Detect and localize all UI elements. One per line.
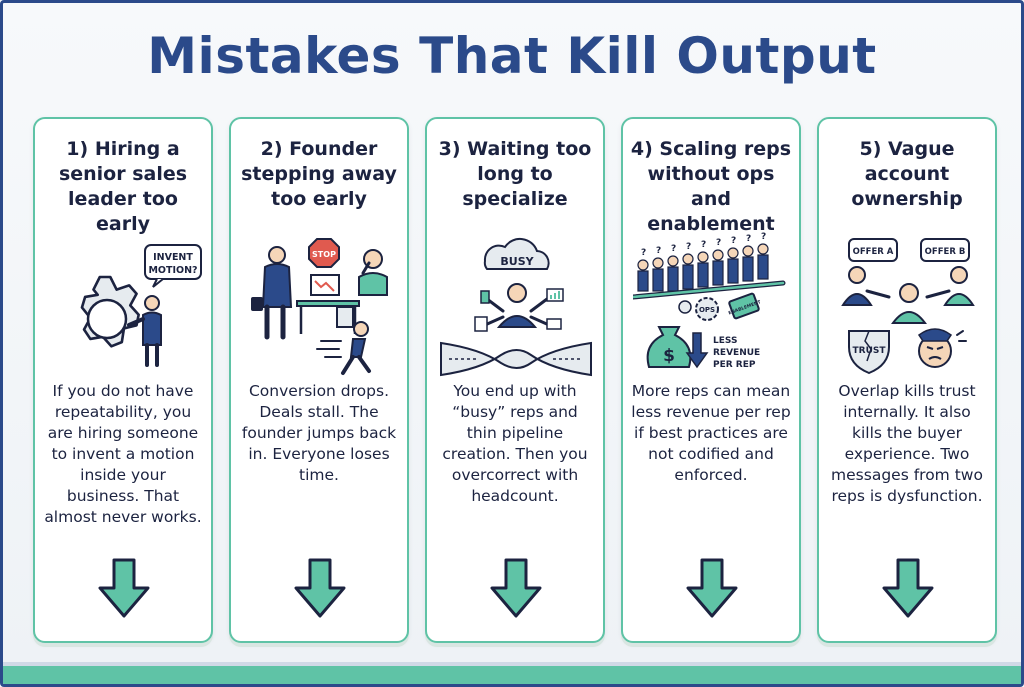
svg-text:REVENUE: REVENUE <box>713 348 760 358</box>
rep-a-icon <box>841 266 891 306</box>
card-title: 3) Waiting too long to specialize <box>438 138 592 210</box>
svg-text:?: ? <box>671 244 676 254</box>
funnel-icon <box>440 341 592 377</box>
card-vague-ownership: 5) Vague account ownership OFFER A OFFER… <box>817 117 997 643</box>
card-illustration: STOP <box>251 238 388 375</box>
revenue-label: LESS REVENUE PER REP <box>713 336 760 370</box>
angry-face-icon <box>917 328 967 368</box>
enablement-book-icon: ENABLEMENT <box>728 292 763 320</box>
page-title: Mistakes That Kill Output <box>147 27 877 85</box>
svg-text:MOTION?: MOTION? <box>148 265 197 276</box>
down-arrow-icon <box>685 332 709 369</box>
svg-text:BUSY: BUSY <box>500 255 534 268</box>
offer-a-bubble-icon: OFFER A <box>848 238 898 262</box>
worried-person-icon <box>358 249 388 296</box>
svg-text:?: ? <box>701 240 706 250</box>
card-body: If you do not have repeatability, you ar… <box>44 382 202 526</box>
buyer-icon <box>891 283 927 324</box>
card-body: Conversion drops. Deals stall. The found… <box>241 382 397 484</box>
svg-text:INVENT: INVENT <box>153 252 193 263</box>
card-scaling-reps: 4) Scaling reps without ops and enableme… <box>621 117 801 643</box>
svg-text:$: $ <box>663 346 675 366</box>
svg-text:STOP: STOP <box>312 250 336 259</box>
svg-text:OPS: OPS <box>699 306 715 314</box>
svg-text:?: ? <box>746 234 751 244</box>
card-illustration: INVENT MOTION? <box>80 244 202 367</box>
svg-text:?: ? <box>656 246 661 256</box>
down-arrow-icon <box>294 558 346 618</box>
cloud-icon: BUSY <box>483 237 550 270</box>
card-body: You end up with “busy” reps and thin pip… <box>442 382 588 505</box>
card-illustration: ??? ??? ??? OPS ENABLEMENT <box>633 232 786 370</box>
svg-text:?: ? <box>641 248 646 258</box>
svg-text:TRUST: TRUST <box>853 346 887 356</box>
down-arrow-icon <box>686 558 738 618</box>
card-title: 4) Scaling reps without ops and enableme… <box>630 138 792 235</box>
person-icon <box>127 295 162 367</box>
card-body: Overlap kills trust internally. It also … <box>831 382 983 505</box>
svg-text:?: ? <box>761 232 766 242</box>
gear-icon <box>80 275 140 348</box>
offer-b-bubble-icon: OFFER B <box>920 238 970 262</box>
founder-icon <box>251 246 293 340</box>
running-person-icon <box>316 321 371 375</box>
broken-shield-icon: TRUST <box>848 330 890 375</box>
multitasking-person-icon <box>474 283 564 332</box>
card-title: 1) Hiring a senior sales leader too earl… <box>58 138 188 235</box>
card-illustration: BUSY <box>440 237 592 377</box>
card-illustration: OFFER A OFFER B <box>841 238 975 375</box>
stop-sign-icon: STOP <box>308 238 340 268</box>
bottom-band <box>3 662 1021 684</box>
ops-gear-icon: OPS <box>678 297 719 321</box>
card-title: 5) Vague account ownership <box>851 138 963 210</box>
money-bag-icon: $ <box>646 326 692 368</box>
desk-icon <box>296 274 360 334</box>
down-arrow-icon <box>490 558 542 618</box>
down-arrow-icon <box>882 558 934 618</box>
rep-b-icon <box>925 266 975 306</box>
seesaw-icon <box>633 280 786 300</box>
svg-text:OFFER A: OFFER A <box>853 247 894 257</box>
card-founder-stepping-away: 2) Founder stepping away too early STOP <box>229 117 409 643</box>
reps-crowd-icon: ??? ??? ??? <box>637 232 769 292</box>
svg-text:PER REP: PER REP <box>713 360 756 370</box>
svg-text:LESS: LESS <box>713 336 737 346</box>
cards-row: 1) Hiring a senior sales leader too earl… <box>33 117 997 643</box>
card-body: More reps can mean less revenue per rep … <box>631 382 791 484</box>
svg-text:?: ? <box>731 236 736 246</box>
svg-text:OFFER B: OFFER B <box>925 247 966 257</box>
speech-bubble-icon: INVENT MOTION? <box>144 244 202 288</box>
svg-text:?: ? <box>686 242 691 252</box>
svg-text:?: ? <box>716 238 721 248</box>
card-hiring-leader: 1) Hiring a senior sales leader too earl… <box>33 117 213 643</box>
down-arrow-icon <box>98 558 150 618</box>
card-title: 2) Founder stepping away too early <box>241 138 397 210</box>
card-waiting-to-specialize: 3) Waiting too long to specialize BUSY <box>425 117 605 643</box>
